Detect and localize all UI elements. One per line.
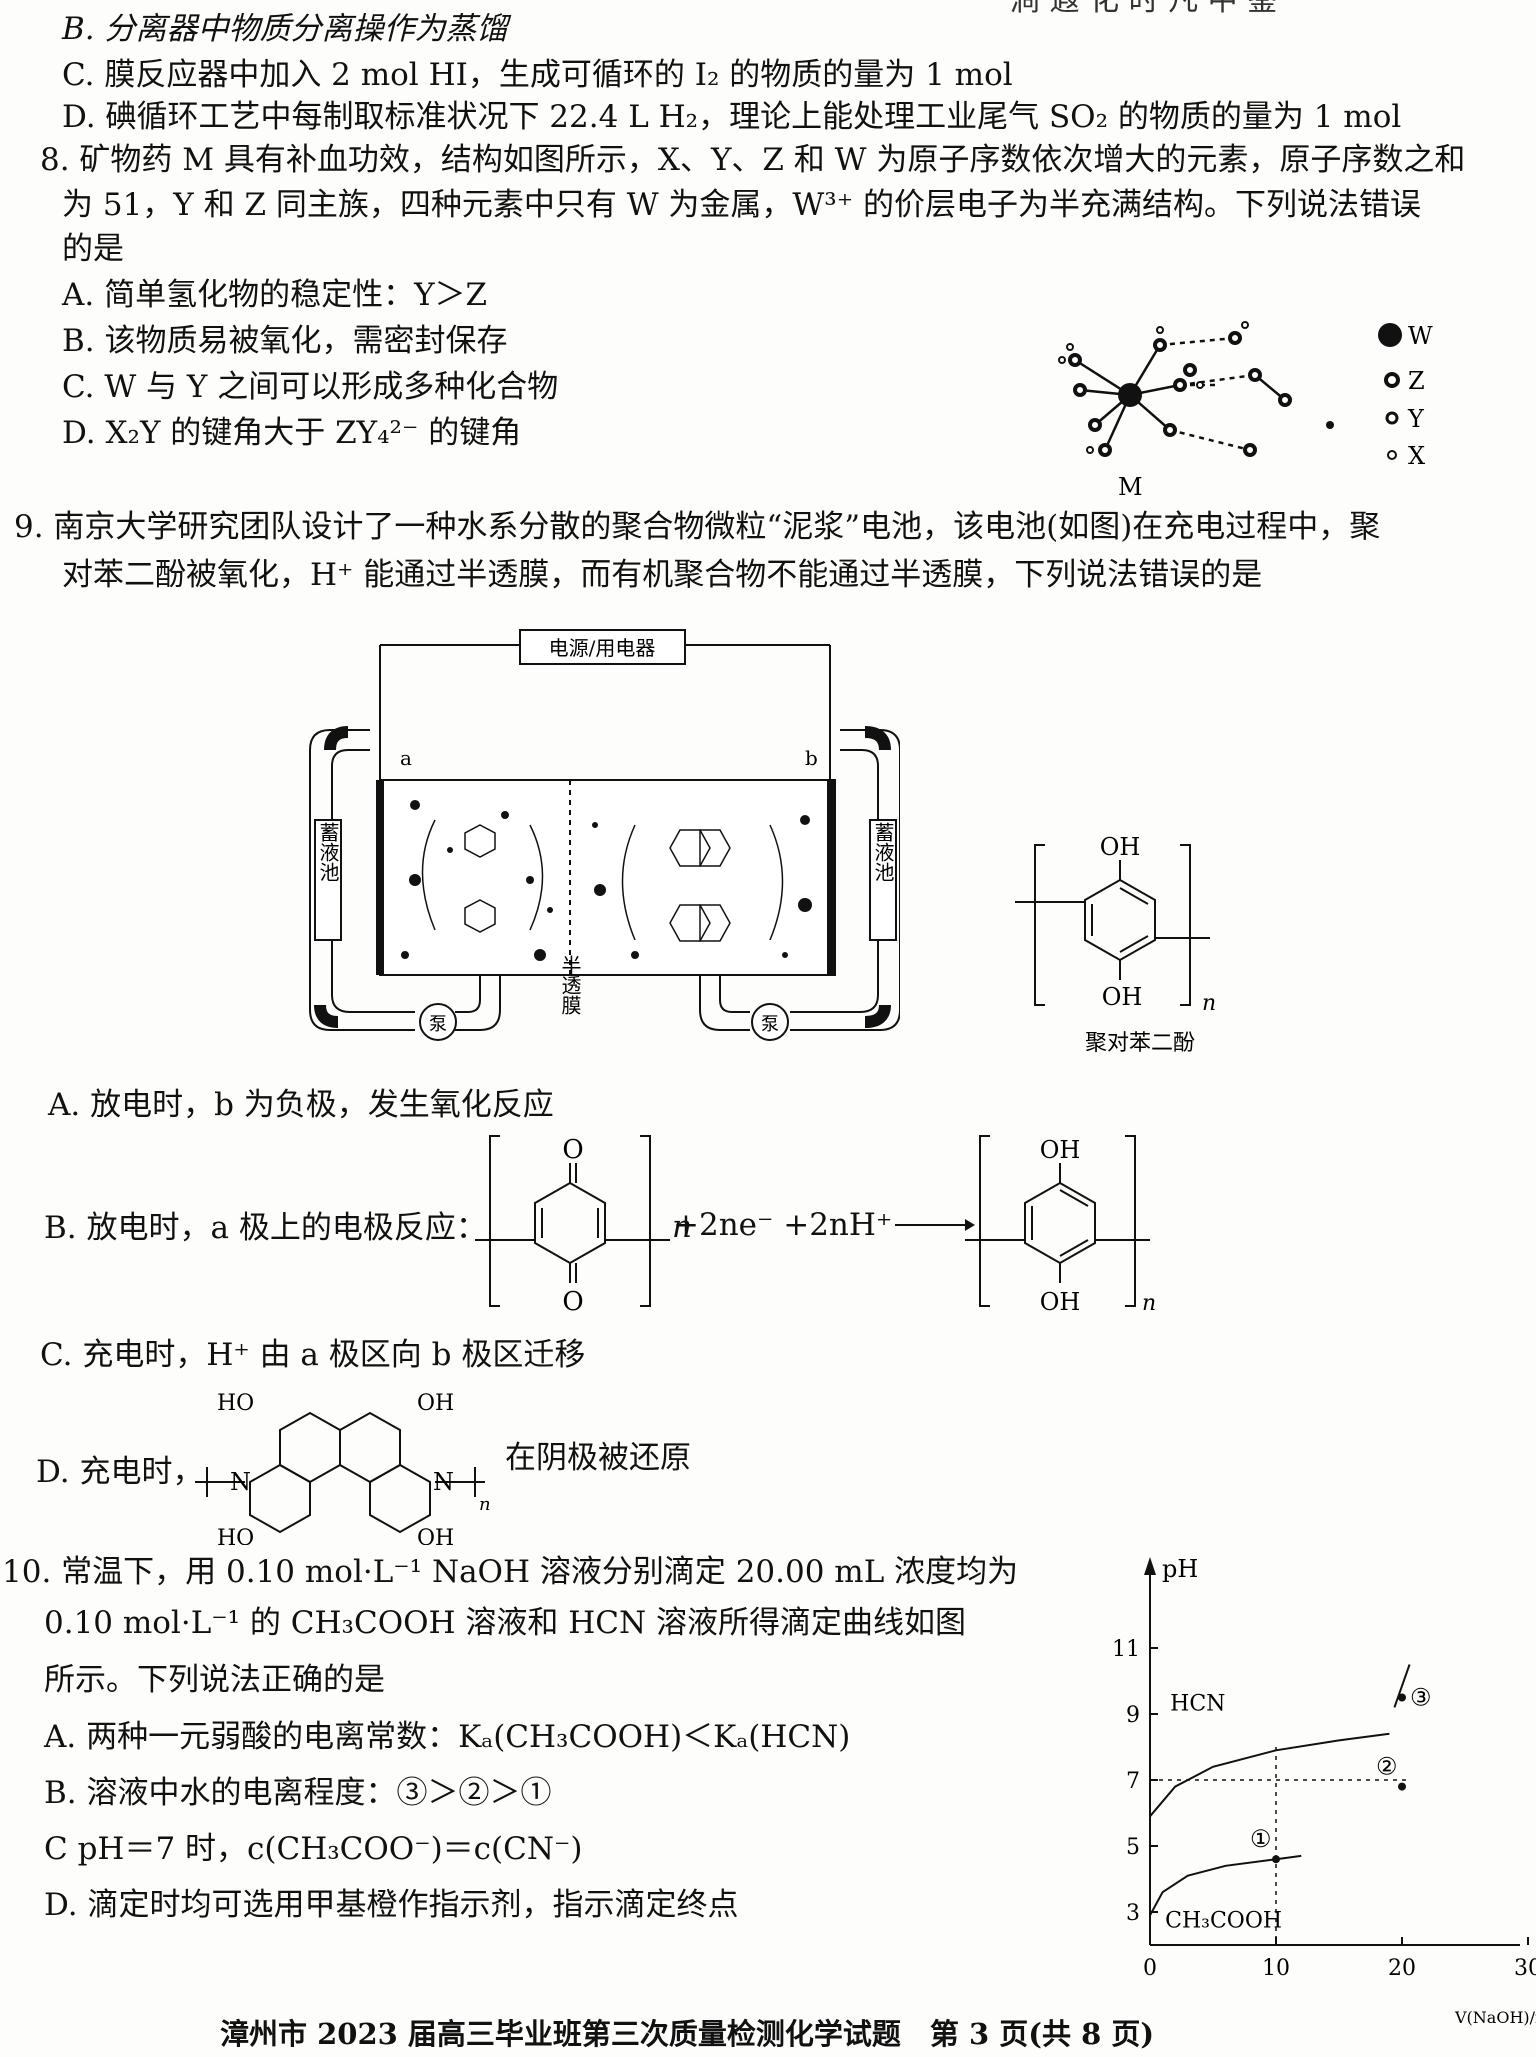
q8-stem-line1: 8. 矿物药 M 具有补血功效，结构如图所示，X、Y、Z 和 W 为原子序数依次… <box>40 142 1466 178</box>
q10-stem-line1: 10. 常温下，用 0.10 mol·L⁻¹ NaOH 溶液分别滴定 20.00… <box>2 1554 1019 1590</box>
poly-oh-top: OH <box>1100 833 1141 861</box>
hq-oh-top: OH <box>1040 1136 1081 1164</box>
right-tank-label: 蓄液池 <box>871 822 895 882</box>
nap-ho-top: HO <box>217 1391 254 1416</box>
reaction-arrow <box>895 1219 975 1231</box>
x-tick-label: 0 <box>1143 1956 1157 1981</box>
point-marker <box>1398 1782 1406 1791</box>
left-tank-label: 蓄液池 <box>316 822 340 882</box>
q10-option-b: B. 溶液中水的电离程度：③＞②＞① <box>44 1775 552 1811</box>
page-footer: 漳州市 2023 届高三毕业班第三次质量检测化学试题 第 3 页(共 8 页) <box>220 2017 1155 2051</box>
naphthalimide-structure: HO OH HO OH N N n <box>195 1391 491 1545</box>
y-tick-label: 3 <box>1126 1901 1140 1926</box>
q9-option-b: B. 放电时，a 极上的电极反应： <box>44 1210 487 1246</box>
nap-n-right: N <box>433 1468 454 1496</box>
nap-n-left: N <box>230 1468 251 1496</box>
y-tick-label: 7 <box>1126 1769 1140 1794</box>
nap-ho-bottom: HO <box>217 1526 254 1545</box>
y-tick-label: 5 <box>1126 1835 1140 1860</box>
nap-oh-top: OH <box>417 1391 454 1416</box>
quinone-n: n <box>672 1209 692 1245</box>
nap-oh-bottom: OH <box>417 1526 454 1545</box>
quinone-o-bottom: O <box>562 1287 583 1317</box>
series-label: HCN <box>1170 1692 1225 1717</box>
q9-stem-line2: 对苯二酚被氧化，H⁺ 能通过半透膜，而有机聚合物不能通过半透膜，下列说法错误的是 <box>62 557 1263 593</box>
q7-option-c: C. 膜反应器中加入 2 mol HI，生成可循环的 I₂ 的物质的量为 1 m… <box>62 57 1013 93</box>
y-axis-label: pH <box>1162 1555 1198 1583</box>
legend-y: Y <box>1407 405 1425 433</box>
q9-option-c: C. 充电时，H⁺ 由 a 极区向 b 极区迁移 <box>40 1337 586 1373</box>
left-pump-label: 泵 <box>429 1014 447 1035</box>
legend-x: X <box>1408 442 1425 470</box>
poly-oh-bottom: OH <box>1102 983 1143 1011</box>
quinone-structure: O O <box>475 1135 670 1317</box>
series-line-equivalence <box>1393 1664 1411 1708</box>
membrane-label: 半透膜 <box>558 955 582 1015</box>
q8-option-c: C. W 与 Y 之间可以形成多种化合物 <box>62 369 559 405</box>
q7-option-b: B. 分离器中物质分离操作为蒸馏 <box>62 11 508 47</box>
point-label: ③ <box>1410 1684 1432 1712</box>
q10-stem-line2: 0.10 mol·L⁻¹ 的 CH₃COOH 溶液和 HCN 溶液所得滴定曲线如… <box>44 1605 966 1641</box>
q8-option-d: D. X₂Y 的键角大于 ZY₄²⁻ 的键角 <box>62 415 522 451</box>
q8-option-a: A. 简单氢化物的稳定性：Y＞Z <box>62 277 488 313</box>
q10-stem-line3: 所示。下列说法正确的是 <box>44 1662 385 1698</box>
q9-option-d-post: 在阴极被还原 <box>505 1440 691 1476</box>
q8-structure-figure: M W Z Y X <box>1058 321 1433 500</box>
q9-stem-line1: 9. 南京大学研究团队设计了一种水系分散的聚合物微粒“泥浆”电池，该电池(如图)… <box>14 509 1381 545</box>
series-line-ch3cooh <box>1149 1854 1302 1916</box>
q8-option-b: B. 该物质易被氧化，需密封保存 <box>62 323 508 359</box>
x-axis-label: V(NaOH)/mL <box>1454 2008 1536 2027</box>
q10-option-a: A. 两种一元弱酸的电离常数：Kₐ(CH₃COOH)＜Kₐ(HCN) <box>44 1719 851 1755</box>
x-tick-label: 20 <box>1388 1956 1416 1981</box>
q9-battery-diagram: 电源/用电器 a b 蓄液池 蓄液池 泵 泵 半透膜 <box>309 629 900 1041</box>
x-tick-label: 10 <box>1262 1956 1290 1981</box>
y-axis-arrow <box>1144 1557 1156 1575</box>
legend-z: Z <box>1408 367 1425 395</box>
point-marker <box>1398 1693 1406 1702</box>
q9-option-b-mid: +2ne⁻ +2nH⁺ <box>673 1207 893 1243</box>
electrode-a: a <box>400 746 412 770</box>
quinone-o-top: O <box>562 1135 583 1165</box>
hq-n: n <box>1142 1291 1156 1316</box>
polyhydroquinone-structure: OH OH n 聚对苯二酚 <box>1015 833 1216 1056</box>
q8-stem-line3: 的是 <box>62 231 124 267</box>
electrode-b: b <box>805 746 818 770</box>
y-tick-label: 11 <box>1112 1637 1140 1662</box>
q10-option-c: C pH＝7 时，c(CH₃COO⁻)＝c(CN⁻) <box>44 1831 583 1867</box>
q8-stem-line2: 为 51，Y 和 Z 同主族，四种元素中只有 W 为金属，W³⁺ 的价层电子为半… <box>62 187 1421 223</box>
poly-n: n <box>1202 991 1216 1016</box>
point-marker <box>1272 1855 1280 1864</box>
polymer-name: 聚对苯二酚 <box>1085 1031 1195 1056</box>
q8-mol-label: M <box>1118 473 1143 500</box>
q7-option-d: D. 碘循环工艺中每制取标准状况下 22.4 L H₂，理论上能处理工业尾气 S… <box>62 99 1402 135</box>
nap-n-sub: n <box>479 1494 491 1515</box>
right-pump-label: 泵 <box>761 1014 779 1035</box>
series-label: CH₃COOH <box>1165 1908 1282 1933</box>
point-label: ① <box>1250 1825 1272 1853</box>
series-line-hcn <box>1149 1732 1390 1817</box>
hq-oh-bottom: OH <box>1040 1288 1081 1316</box>
point-label: ② <box>1376 1753 1398 1781</box>
x-tick-label: 30 <box>1514 1956 1536 1981</box>
q9-option-a: A. 放电时，b 为负极，发生氧化反应 <box>48 1087 554 1123</box>
q10-option-d: D. 滴定时均可选用甲基橙作指示剂，指示滴定终点 <box>44 1887 739 1923</box>
q9-option-d: D. 充电时， <box>36 1454 204 1490</box>
y-tick-label: 9 <box>1126 1703 1140 1728</box>
hydroquinone-structure: OH OH n <box>965 1135 1156 1316</box>
header-handwriting: 涧 遐 化 时 凡 中 鉴 <box>1010 0 1278 18</box>
power-label: 电源/用电器 <box>549 636 656 660</box>
legend-w: W <box>1408 322 1433 350</box>
titration-chart: pH V(NaOH)/mL 3 5 7 9 11 0 10 20 30 HCN CH₃COOH ①… <box>1112 1555 1536 2027</box>
